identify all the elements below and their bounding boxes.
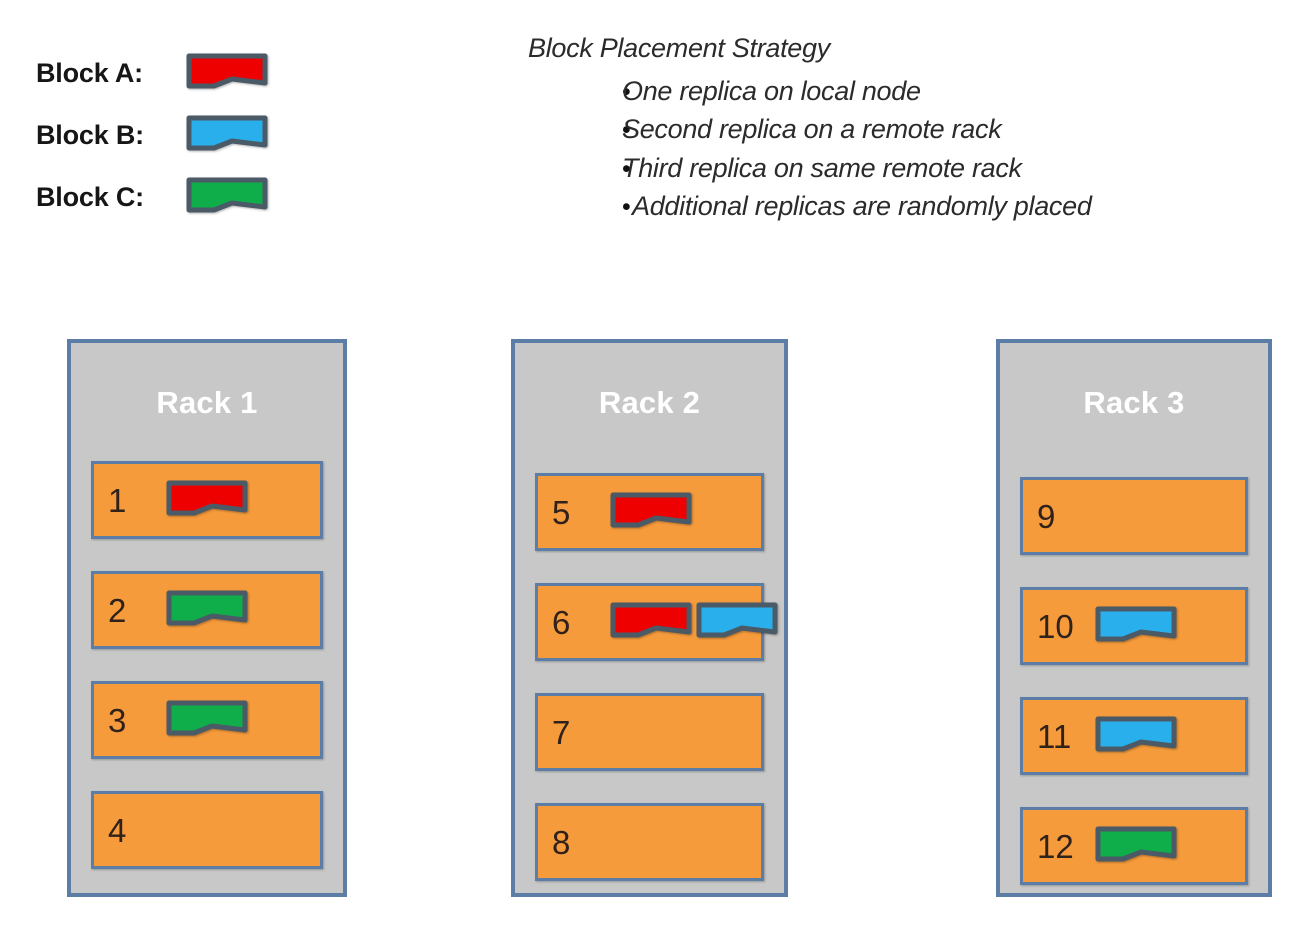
node-8[interactable]: 8 bbox=[535, 803, 764, 881]
node-7[interactable]: 7 bbox=[535, 693, 764, 771]
block-c-swatch bbox=[186, 177, 282, 217]
node-10-blocks bbox=[1089, 606, 1177, 646]
legend-label-block-a: Block A: bbox=[36, 57, 143, 88]
node-1[interactable]: 1 bbox=[91, 461, 323, 539]
block-placement-strategy: Block Placement Strategy • One replica o… bbox=[528, 32, 1308, 226]
rack-1: Rack 1 1 2 3 bbox=[67, 339, 347, 897]
node-10-number: 10 bbox=[1037, 607, 1074, 645]
block-a-icon bbox=[186, 53, 268, 89]
node-3-number: 3 bbox=[108, 701, 127, 739]
rack-2: Rack 2 5 6 7 8 bbox=[511, 339, 788, 897]
rack-2-title: Rack 2 bbox=[598, 385, 701, 420]
block-a-icon bbox=[610, 492, 692, 528]
legend-row: Block B: bbox=[36, 104, 336, 166]
node-2-blocks bbox=[160, 590, 248, 630]
node-2[interactable]: 2 bbox=[91, 571, 323, 649]
rack-3: Rack 3 9 10 11 12 bbox=[996, 339, 1272, 897]
bullet-icon: • bbox=[622, 193, 631, 222]
block-c-icon bbox=[166, 700, 248, 736]
node-6-blocks bbox=[604, 602, 778, 642]
node-12[interactable]: 12 bbox=[1020, 807, 1248, 885]
node-5-number: 5 bbox=[552, 493, 571, 531]
legend-label-block-b: Block B: bbox=[36, 119, 144, 150]
strategy-bullet-text: One replica on local node bbox=[622, 75, 921, 106]
legend: Block A: Block B: Block C: bbox=[36, 42, 336, 228]
strategy-bullet-text: Third replica on same remote rack bbox=[622, 152, 1022, 183]
node-7-number: 7 bbox=[552, 713, 571, 751]
node-11[interactable]: 11 bbox=[1020, 697, 1248, 775]
legend-row: Block C: bbox=[36, 166, 336, 228]
block-a-icon bbox=[166, 480, 248, 516]
node-12-blocks bbox=[1089, 826, 1177, 866]
node-3-blocks bbox=[160, 700, 248, 740]
block-a-icon bbox=[610, 602, 692, 638]
block-b-icon bbox=[696, 602, 778, 638]
node-9[interactable]: 9 bbox=[1020, 477, 1248, 555]
node-11-blocks bbox=[1089, 716, 1177, 756]
block-c-icon bbox=[1095, 826, 1177, 862]
node-2-number: 2 bbox=[108, 591, 127, 629]
strategy-bullet-item: • Third replica on same remote rack bbox=[528, 149, 1308, 188]
node-10[interactable]: 10 bbox=[1020, 587, 1248, 665]
strategy-title: Block Placement Strategy bbox=[528, 33, 830, 63]
bullet-icon: • bbox=[622, 77, 631, 106]
legend-label-block-c: Block C: bbox=[36, 181, 144, 212]
node-6[interactable]: 6 bbox=[535, 583, 778, 661]
node-3[interactable]: 3 bbox=[91, 681, 323, 759]
node-6-number: 6 bbox=[552, 603, 571, 641]
strategy-bullet-text: Additional replicas are randomly placed bbox=[632, 191, 1092, 222]
legend-row: Block A: bbox=[36, 42, 336, 104]
strategy-bullet-item: • Additional replicas are randomly place… bbox=[528, 187, 1308, 226]
node-4[interactable]: 4 bbox=[91, 791, 323, 869]
block-c-icon bbox=[166, 590, 248, 626]
strategy-bullet-item: • Second replica on a remote rack bbox=[528, 110, 1308, 149]
block-b-icon bbox=[186, 115, 268, 151]
node-5-blocks bbox=[604, 492, 692, 532]
block-a-swatch bbox=[186, 53, 282, 93]
node-12-number: 12 bbox=[1037, 827, 1074, 865]
bullet-icon: • bbox=[622, 116, 631, 145]
strategy-bullet-list: • One replica on local node • Second rep… bbox=[528, 72, 1308, 226]
node-11-number: 11 bbox=[1037, 717, 1072, 755]
node-5[interactable]: 5 bbox=[535, 473, 764, 551]
block-b-icon bbox=[1095, 606, 1177, 642]
block-b-icon bbox=[1095, 716, 1177, 752]
strategy-bullet-text: Second replica on a remote rack bbox=[622, 114, 1002, 145]
bullet-icon: • bbox=[622, 154, 631, 183]
rack-3-title: Rack 3 bbox=[1083, 385, 1185, 420]
node-1-blocks bbox=[160, 480, 248, 520]
node-9-number: 9 bbox=[1037, 497, 1056, 535]
node-4-number: 4 bbox=[108, 811, 127, 849]
node-1-number: 1 bbox=[108, 481, 127, 519]
block-c-icon bbox=[186, 177, 268, 213]
rack-1-title: Rack 1 bbox=[156, 385, 258, 420]
strategy-bullet-item: • One replica on local node bbox=[528, 72, 1308, 111]
node-8-number: 8 bbox=[552, 823, 571, 861]
block-b-swatch bbox=[186, 115, 282, 155]
